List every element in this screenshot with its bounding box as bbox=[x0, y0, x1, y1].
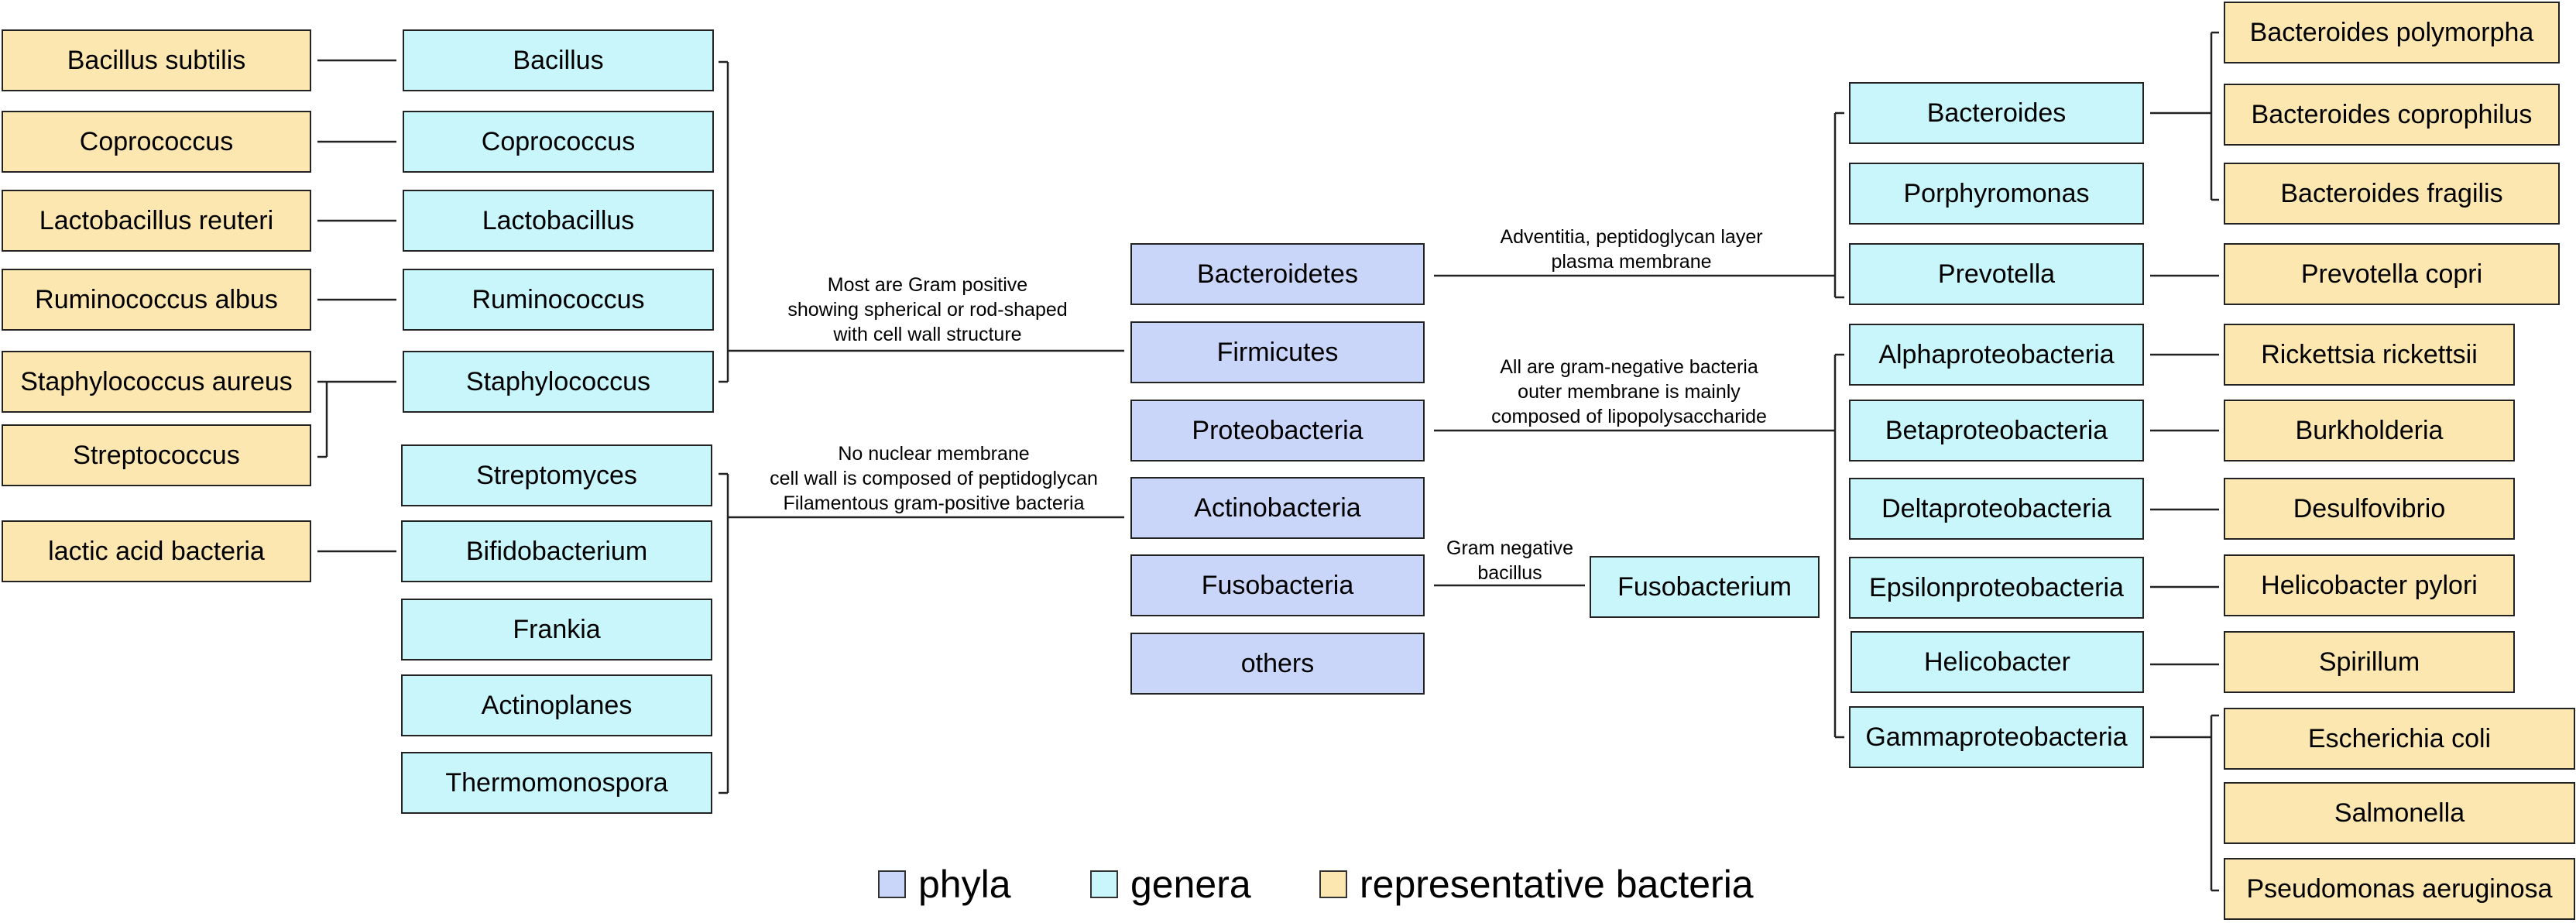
legend-genera-label: genera bbox=[1130, 863, 1251, 906]
genus-lactobacillus[interactable]: Lactobacillus bbox=[403, 190, 714, 252]
genus-bacteroides[interactable]: Bacteroides bbox=[1849, 82, 2144, 144]
genus-actinoplanes[interactable]: Actinoplanes bbox=[401, 674, 712, 736]
genus-prevotella[interactable]: Prevotella bbox=[1849, 243, 2144, 305]
bacteroidetes-note: Adventitia, peptidoglycan layer plasma m… bbox=[1500, 225, 1762, 274]
legend-phyla-swatch bbox=[878, 870, 906, 898]
phylum-fusobacteria[interactable]: Fusobacteria bbox=[1130, 554, 1425, 616]
rep-prevotella-copri[interactable]: Prevotella copri bbox=[2224, 243, 2560, 305]
note-line: cell wall is composed of peptidoglycan bbox=[770, 468, 1098, 489]
rep-bacteroides-coprophilus[interactable]: Bacteroides coprophilus bbox=[2224, 84, 2560, 146]
note-line: plasma membrane bbox=[1551, 251, 1712, 273]
legend-phyla-label: phyla bbox=[918, 863, 1011, 906]
rep-helicobacter-pylori[interactable]: Helicobacter pylori bbox=[2224, 554, 2515, 616]
genus-ruminococcus[interactable]: Ruminococcus bbox=[403, 269, 714, 331]
legend-representative-label: representative bacteria bbox=[1360, 863, 1754, 906]
rep-bacteroides-fragilis[interactable]: Bacteroides fragilis bbox=[2224, 163, 2560, 225]
note-line: Gram negative bbox=[1446, 537, 1573, 559]
rep-ruminococcus-albus[interactable]: Ruminococcus albus bbox=[2, 269, 311, 331]
note-line: composed of lipopolysaccharide bbox=[1491, 406, 1767, 427]
rep-desulfovibrio[interactable]: Desulfovibrio bbox=[2224, 478, 2515, 540]
phylum-bacteroidetes[interactable]: Bacteroidetes bbox=[1130, 243, 1425, 305]
genus-staphylococcus[interactable]: Staphylococcus bbox=[403, 351, 714, 413]
rep-bacteroides-polymorpha[interactable]: Bacteroides polymorpha bbox=[2224, 2, 2560, 63]
rep-bacillus-subtilis[interactable]: Bacillus subtilis bbox=[2, 29, 311, 91]
genus-bacillus[interactable]: Bacillus bbox=[403, 29, 714, 91]
rep-staphylococcus-aureus[interactable]: Staphylococcus aureus bbox=[2, 351, 311, 413]
genus-epsilonproteobacteria[interactable]: Epsilonproteobacteria bbox=[1849, 557, 2144, 619]
rep-lactobacillus-reuteri[interactable]: Lactobacillus reuteri bbox=[2, 190, 311, 252]
genus-frankia[interactable]: Frankia bbox=[401, 599, 712, 661]
note-line: bacillus bbox=[1477, 562, 1542, 584]
legend-genera-swatch bbox=[1090, 870, 1118, 898]
genus-bifidobacterium[interactable]: Bifidobacterium bbox=[401, 520, 712, 582]
genus-streptomyces[interactable]: Streptomyces bbox=[401, 444, 712, 506]
note-line: with cell wall structure bbox=[833, 324, 1022, 345]
note-line: No nuclear membrane bbox=[838, 443, 1030, 465]
rep-lactic-acid-bacteria[interactable]: lactic acid bacteria bbox=[2, 520, 311, 582]
legend-representative: representative bacteria bbox=[1319, 861, 1754, 908]
rep-rickettsia-rickettsii[interactable]: Rickettsia rickettsii bbox=[2224, 324, 2515, 386]
rep-spirillum[interactable]: Spirillum bbox=[2224, 631, 2515, 693]
rep-coprococcus[interactable]: Coprococcus bbox=[2, 111, 311, 173]
fusobacteria-note: Gram negative bacillus bbox=[1446, 536, 1573, 585]
note-line: Filamentous gram-positive bacteria bbox=[783, 492, 1085, 514]
genus-alphaproteobacteria[interactable]: Alphaproteobacteria bbox=[1849, 324, 2144, 386]
rep-escherichia-coli[interactable]: Escherichia coli bbox=[2224, 708, 2575, 770]
note-line: outer membrane is mainly bbox=[1518, 381, 1741, 403]
phylum-proteobacteria[interactable]: Proteobacteria bbox=[1130, 400, 1425, 462]
rep-salmonella[interactable]: Salmonella bbox=[2224, 782, 2575, 844]
genus-deltaproteobacteria[interactable]: Deltaproteobacteria bbox=[1849, 478, 2144, 540]
legend-phyla: phyla bbox=[878, 861, 1011, 908]
genus-coprococcus[interactable]: Coprococcus bbox=[403, 111, 714, 173]
phylum-others[interactable]: others bbox=[1130, 633, 1425, 695]
phylum-actinobacteria[interactable]: Actinobacteria bbox=[1130, 477, 1425, 539]
legend-representative-swatch bbox=[1319, 870, 1347, 898]
proteobacteria-note: All are gram-negative bacteria outer mem… bbox=[1491, 355, 1767, 429]
genus-fusobacterium[interactable]: Fusobacterium bbox=[1590, 556, 1820, 618]
phylum-firmicutes[interactable]: Firmicutes bbox=[1130, 321, 1425, 383]
note-line: showing spherical or rod-shaped bbox=[787, 299, 1068, 321]
genus-porphyromonas[interactable]: Porphyromonas bbox=[1849, 163, 2144, 225]
note-line: Most are Gram positive bbox=[827, 274, 1028, 296]
genus-betaproteobacteria[interactable]: Betaproteobacteria bbox=[1849, 400, 2144, 462]
genus-gammaproteobacteria[interactable]: Gammaproteobacteria bbox=[1849, 706, 2144, 768]
rep-burkholderia[interactable]: Burkholderia bbox=[2224, 400, 2515, 462]
firmicutes-note: Most are Gram positive showing spherical… bbox=[787, 273, 1067, 347]
rep-streptococcus[interactable]: Streptococcus bbox=[2, 424, 311, 486]
rep-pseudomonas-aeruginosa[interactable]: Pseudomonas aeruginosa bbox=[2224, 858, 2575, 920]
note-line: Adventitia, peptidoglycan layer bbox=[1500, 226, 1763, 248]
actinobacteria-note: No nuclear membrane cell wall is compose… bbox=[770, 441, 1098, 516]
genus-thermomonospora[interactable]: Thermomonospora bbox=[401, 752, 712, 814]
note-line: All are gram-negative bacteria bbox=[1500, 356, 1758, 378]
genus-helicobacter[interactable]: Helicobacter bbox=[1851, 631, 2144, 693]
legend-genera: genera bbox=[1090, 861, 1251, 908]
